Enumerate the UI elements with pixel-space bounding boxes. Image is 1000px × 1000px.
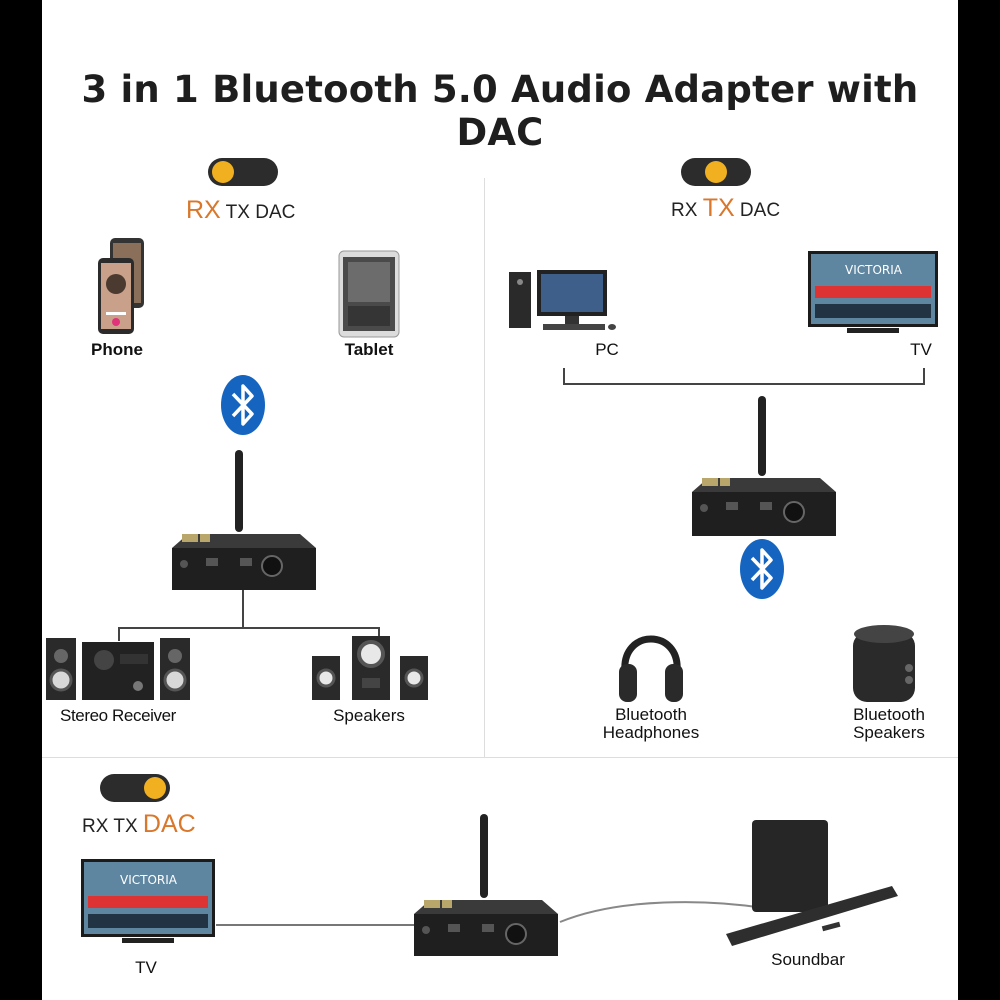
label-bluetooth-headphones: Bluetooth Headphones bbox=[602, 705, 700, 742]
tv-screen-text: VICTORIA bbox=[120, 873, 178, 887]
mode-dac: DAC bbox=[255, 202, 296, 223]
tv-screen-text: VICTORIA bbox=[845, 263, 903, 277]
cable bbox=[559, 901, 777, 923]
soundbar-icon bbox=[726, 820, 898, 946]
label-stereo-receiver: Stereo Receiver bbox=[60, 706, 176, 725]
connector bbox=[923, 368, 925, 384]
mode-toggle-dac bbox=[100, 774, 170, 802]
tv-icon: VICTORIA bbox=[808, 251, 938, 333]
toggle-knob bbox=[144, 777, 166, 799]
mode-rx-active: RX bbox=[186, 196, 221, 224]
mode-toggle-rx bbox=[208, 158, 278, 186]
mode-dac: DAC bbox=[739, 200, 781, 221]
mode-toggle-tx bbox=[681, 158, 751, 186]
vertical-divider bbox=[484, 178, 485, 758]
label-tv: TV bbox=[135, 958, 157, 977]
connector bbox=[563, 368, 565, 384]
toggle-knob bbox=[212, 161, 234, 183]
adapter-device-icon bbox=[414, 814, 558, 956]
horizontal-divider bbox=[42, 757, 958, 758]
headphones-icon bbox=[619, 635, 683, 702]
dac-panel: RX TX DAC VICTORIA TV bbox=[42, 758, 958, 1000]
connector bbox=[563, 383, 925, 385]
mode-tx-active: TX bbox=[702, 194, 735, 222]
mode-rx: RX bbox=[82, 816, 109, 837]
product-diagram: 3 in 1 Bluetooth 5.0 Audio Adapter with … bbox=[42, 0, 958, 1000]
label-tablet: Tablet bbox=[344, 340, 394, 359]
connector bbox=[118, 627, 380, 629]
rx-panel: RX TX DAC Phone Tablet bbox=[42, 150, 484, 750]
connector bbox=[118, 627, 120, 641]
label-tv: TV bbox=[910, 340, 932, 359]
label-pc: PC bbox=[595, 340, 619, 359]
label-bluetooth-speakers: Bluetooth Speakers bbox=[853, 705, 925, 742]
mode-tx: TX bbox=[225, 202, 250, 223]
toggle-knob bbox=[705, 161, 727, 183]
tv-icon: VICTORIA bbox=[81, 859, 215, 943]
adapter-device-icon bbox=[692, 396, 836, 536]
connector bbox=[378, 627, 380, 641]
label-soundbar: Soundbar bbox=[771, 950, 845, 969]
mode-tx: TX bbox=[113, 816, 138, 837]
adapter-device-icon bbox=[172, 450, 316, 590]
tx-panel: RX TX DAC PC VICTORIA TV bbox=[485, 150, 958, 750]
label-speakers: Speakers bbox=[333, 706, 405, 725]
pc-icon bbox=[509, 270, 616, 330]
mode-labels-rx: RX TX DAC bbox=[186, 196, 295, 225]
bluetooth-icon bbox=[221, 375, 265, 435]
mode-labels-dac: RX TX DAC bbox=[82, 810, 196, 839]
connector bbox=[242, 590, 244, 628]
speakers-icon bbox=[312, 636, 428, 700]
label-phone: Phone bbox=[91, 340, 143, 359]
cable bbox=[216, 924, 416, 926]
page-title: 3 in 1 Bluetooth 5.0 Audio Adapter with … bbox=[81, 68, 919, 154]
tablet-icon bbox=[338, 250, 400, 338]
bluetooth-icon bbox=[740, 539, 784, 599]
mode-rx: RX bbox=[671, 200, 698, 221]
stereo-receiver-icon bbox=[46, 638, 190, 700]
mode-dac-active: DAC bbox=[142, 810, 196, 838]
mode-labels-tx: RX TX DAC bbox=[671, 194, 780, 223]
bluetooth-speaker-icon bbox=[853, 625, 915, 702]
phone-icon bbox=[98, 238, 144, 334]
